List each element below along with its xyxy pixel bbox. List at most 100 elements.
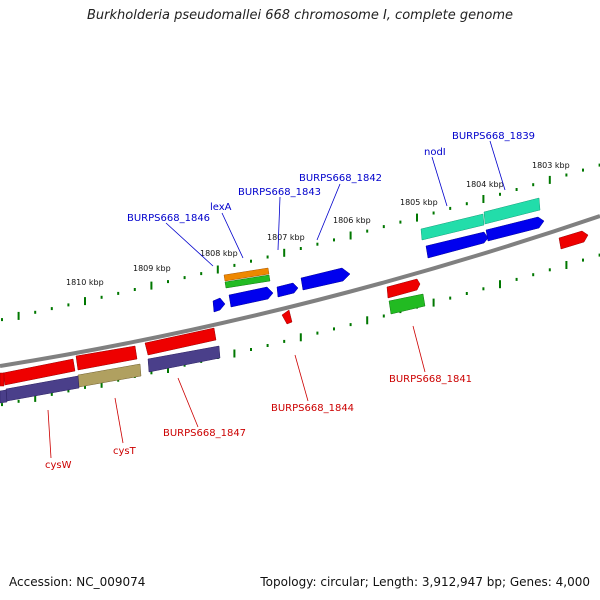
gene-red-cysT[interactable] bbox=[75, 345, 138, 371]
minor-tick bbox=[67, 389, 70, 393]
minor-tick bbox=[532, 183, 535, 187]
kbp-label-1810: 1810 kbp bbox=[66, 278, 104, 287]
gene-blue-1839[interactable] bbox=[485, 216, 545, 242]
label-burps668-1841[interactable]: BURPS668_1841 bbox=[389, 374, 472, 385]
gene-teal-1[interactable] bbox=[420, 213, 485, 241]
major-tick bbox=[167, 365, 169, 373]
minor-tick bbox=[598, 253, 600, 257]
kbp-label-1807: 1807 kbp bbox=[267, 233, 305, 242]
gene-blue-1846[interactable] bbox=[212, 297, 226, 313]
gene-red-right[interactable] bbox=[558, 230, 589, 250]
minor-tick bbox=[17, 399, 20, 403]
minor-tick bbox=[515, 277, 518, 281]
minor-tick bbox=[515, 188, 518, 191]
major-tick bbox=[283, 248, 286, 257]
minor-tick bbox=[399, 220, 402, 224]
minor-tick bbox=[548, 268, 551, 272]
minor-tick bbox=[333, 327, 335, 331]
outer-ruler-track bbox=[1, 163, 600, 322]
minor-tick bbox=[1, 318, 3, 322]
gene-red-1844[interactable] bbox=[281, 309, 293, 325]
minor-tick bbox=[133, 288, 136, 291]
label-cysW[interactable]: cysW bbox=[45, 460, 72, 471]
minor-tick bbox=[266, 344, 269, 347]
minor-tick bbox=[482, 287, 485, 291]
gene-green-1841[interactable] bbox=[388, 293, 426, 315]
gene-blue-1843[interactable] bbox=[276, 282, 299, 298]
genome-summary-text: Topology: circular; Length: 3,912,947 bp… bbox=[260, 575, 590, 589]
label-cysT[interactable]: cysT bbox=[113, 446, 137, 457]
gene-green-lexA[interactable] bbox=[224, 274, 271, 289]
gene-purple-edge[interactable] bbox=[0, 389, 8, 404]
minor-tick bbox=[34, 310, 37, 314]
label-burps668-1843[interactable]: BURPS668_1843 bbox=[238, 187, 321, 198]
label-burps668-1846[interactable]: BURPS668_1846 bbox=[127, 213, 210, 224]
minor-tick bbox=[167, 280, 169, 284]
label-burps668-1839[interactable]: BURPS668_1839 bbox=[452, 131, 535, 142]
top-gene-labels: BURPS668_1839 nodI BURPS668_1842 BURPS66… bbox=[127, 131, 535, 224]
top-strand-genes bbox=[212, 197, 589, 325]
major-tick bbox=[349, 231, 352, 240]
minor-tick bbox=[250, 259, 252, 263]
gene-blue-1842[interactable] bbox=[300, 267, 351, 291]
kbp-label-1803: 1803 kbp bbox=[532, 161, 570, 170]
major-tick bbox=[499, 280, 501, 289]
minor-tick bbox=[565, 173, 568, 177]
gene-blue-1845[interactable] bbox=[228, 286, 274, 308]
minor-tick bbox=[84, 385, 86, 389]
bottom-gene-labels: BURPS668_1841 BURPS668_1844 BURPS668_184… bbox=[45, 374, 472, 471]
chromosome-backbone bbox=[0, 214, 600, 368]
minor-tick bbox=[366, 229, 369, 233]
gene-orange-lexA[interactable] bbox=[223, 267, 270, 282]
kbp-labels: 1803 kbp 1804 kbp 1805 kbp 1806 kbp 1807… bbox=[66, 161, 570, 287]
minor-tick bbox=[316, 331, 319, 335]
minor-tick bbox=[100, 295, 103, 299]
gene-red-1841[interactable] bbox=[386, 278, 421, 299]
minor-tick bbox=[200, 272, 203, 276]
accession-text: Accession: NC_009074 bbox=[9, 575, 146, 589]
label-burps668-1844[interactable]: BURPS668_1844 bbox=[271, 403, 354, 414]
major-tick bbox=[482, 195, 485, 203]
gene-teal-2[interactable] bbox=[483, 197, 541, 225]
bottom-strand-genes bbox=[0, 327, 221, 404]
top-leader-lines bbox=[165, 140, 506, 267]
major-tick bbox=[366, 316, 369, 325]
minor-tick bbox=[582, 168, 584, 172]
gene-purple-1847[interactable] bbox=[147, 345, 221, 373]
label-nodI[interactable]: nodI bbox=[424, 147, 446, 158]
minor-tick bbox=[333, 238, 335, 242]
major-tick bbox=[17, 311, 20, 320]
kbp-label-1809: 1809 kbp bbox=[133, 264, 171, 273]
gene-red-cysW[interactable] bbox=[2, 358, 76, 386]
minor-tick bbox=[382, 225, 385, 229]
minor-tick bbox=[50, 307, 53, 311]
major-tick bbox=[565, 261, 568, 269]
gene-blue-1840[interactable] bbox=[425, 231, 489, 259]
map-title: Burkholderia pseudomallei 668 chromosome… bbox=[86, 8, 514, 23]
major-tick bbox=[432, 298, 435, 307]
gene-red-edge[interactable] bbox=[0, 372, 5, 387]
minor-tick bbox=[449, 206, 452, 210]
major-tick bbox=[100, 379, 103, 388]
minor-tick bbox=[150, 371, 153, 375]
major-tick bbox=[150, 281, 153, 290]
minor-tick bbox=[50, 392, 53, 396]
minor-tick bbox=[250, 348, 252, 351]
minor-tick bbox=[233, 263, 236, 267]
gene-red-1847[interactable] bbox=[144, 327, 217, 356]
major-tick bbox=[299, 333, 302, 342]
kbp-label-1808: 1808 kbp bbox=[200, 249, 238, 258]
major-tick bbox=[548, 175, 551, 184]
minor-tick bbox=[266, 255, 269, 259]
kbp-label-1805: 1805 kbp bbox=[400, 198, 438, 207]
minor-tick bbox=[499, 192, 501, 196]
minor-tick bbox=[316, 242, 319, 246]
label-burps668-1842[interactable]: BURPS668_1842 bbox=[299, 173, 382, 184]
kbp-label-1804: 1804 kbp bbox=[466, 180, 504, 189]
minor-tick bbox=[1, 403, 3, 407]
major-tick bbox=[416, 213, 418, 222]
label-burps668-1847[interactable]: BURPS668_1847 bbox=[163, 428, 246, 439]
major-tick bbox=[84, 297, 86, 306]
label-lexA[interactable]: lexA bbox=[210, 202, 232, 213]
